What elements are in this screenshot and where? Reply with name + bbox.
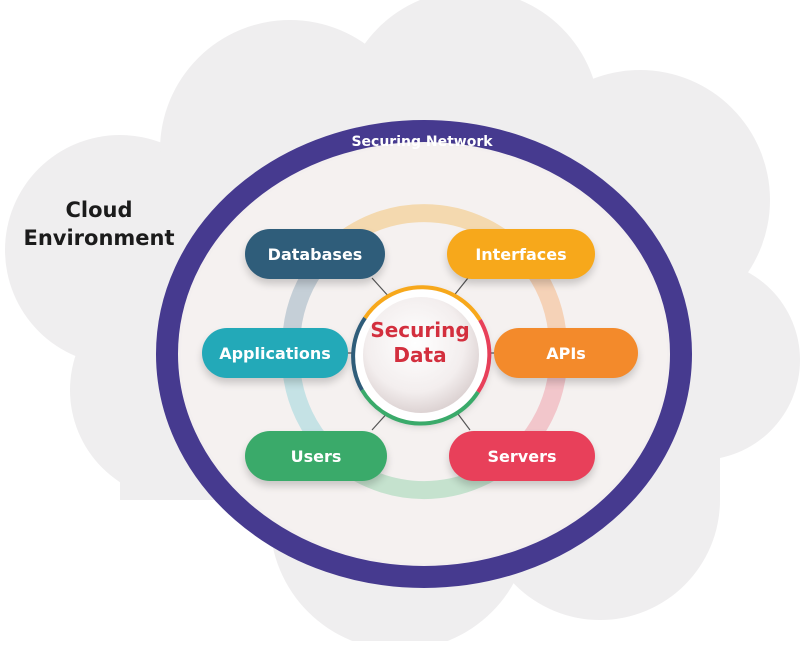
center-hub — [351, 285, 492, 426]
node-databases: Databases — [245, 229, 385, 279]
node-servers: Servers — [449, 431, 595, 481]
cloud-title-line2: Environment — [23, 226, 175, 250]
node-interfaces: Interfaces — [447, 229, 595, 279]
center-line2: Data — [393, 343, 447, 367]
node-apis: APIs — [494, 328, 638, 378]
cloud-title-line1: Cloud — [65, 198, 133, 222]
node-users: Users — [245, 431, 387, 481]
hub-rim-bottom — [360, 388, 480, 426]
hub-rim-right — [476, 318, 492, 394]
hub-rim-left — [351, 316, 367, 391]
hub-rim-top — [363, 285, 482, 322]
center-line1: Securing — [370, 318, 470, 342]
center-label: Securing Data — [350, 318, 490, 368]
network-label: Securing Network — [351, 134, 493, 150]
cloud-title: Cloud Environment — [14, 196, 184, 252]
node-applications: Applications — [202, 328, 348, 378]
